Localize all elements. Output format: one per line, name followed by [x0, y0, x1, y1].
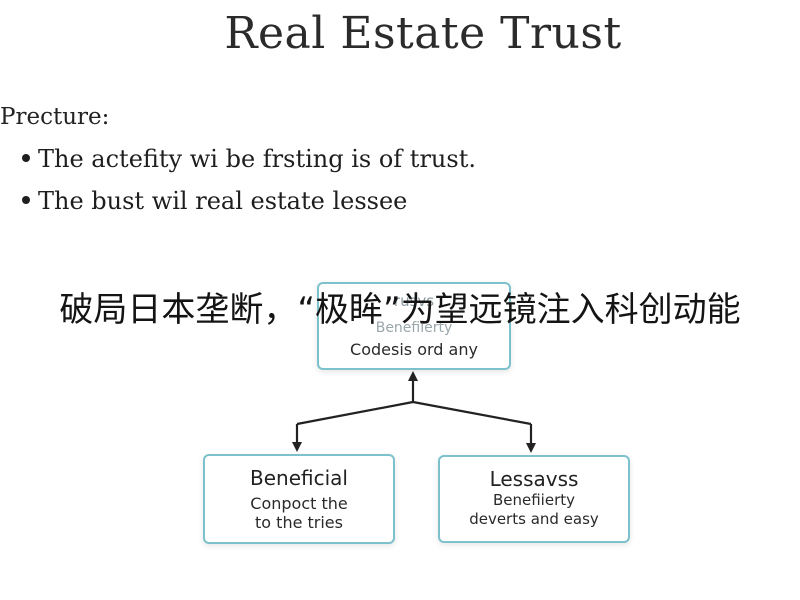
top-node: rusvs Benefiierty Codesis ord any [317, 282, 511, 370]
bullet-list: The actefity wi be frsting is of trust. … [22, 144, 476, 228]
connector-right-branch [412, 400, 532, 426]
top-node-label: rusvs [393, 292, 435, 310]
section-label: Precture: [0, 104, 110, 130]
right-node-heading: Lessavss [489, 467, 579, 491]
connector-left-branch [296, 400, 414, 426]
top-node-sublabel: Benefiierty [375, 320, 453, 336]
bullet-text: The bust wil real estate lessee [38, 187, 408, 215]
left-node-line2: to the tries [255, 513, 343, 532]
bullet-icon [22, 153, 30, 162]
right-node-line2: deverts and easy [469, 510, 599, 528]
bullet-text: The actefity wi be frsting is of trust. [38, 145, 476, 173]
slide-title: Real Estate Trust [224, 8, 622, 59]
left-node-heading: Beneficial [250, 466, 348, 490]
right-node-line1: Benefiierty [492, 491, 576, 509]
top-node-text: Codesis ord any [350, 340, 478, 359]
bullet-item: The bust wil real estate lessee [22, 186, 476, 228]
bullet-item: The actefity wi be frsting is of trust. [22, 144, 476, 186]
overlay-caption: 破局日本垄断，“极眸”为望远镜注入科创动能 [59, 290, 741, 330]
bullet-icon [22, 195, 30, 204]
right-node: Lessavss Benefiierty deverts and easy [438, 455, 630, 543]
left-node: Beneficial Conpoct the to the tries [203, 454, 395, 544]
left-node-line1: Conpoct the [250, 494, 348, 513]
